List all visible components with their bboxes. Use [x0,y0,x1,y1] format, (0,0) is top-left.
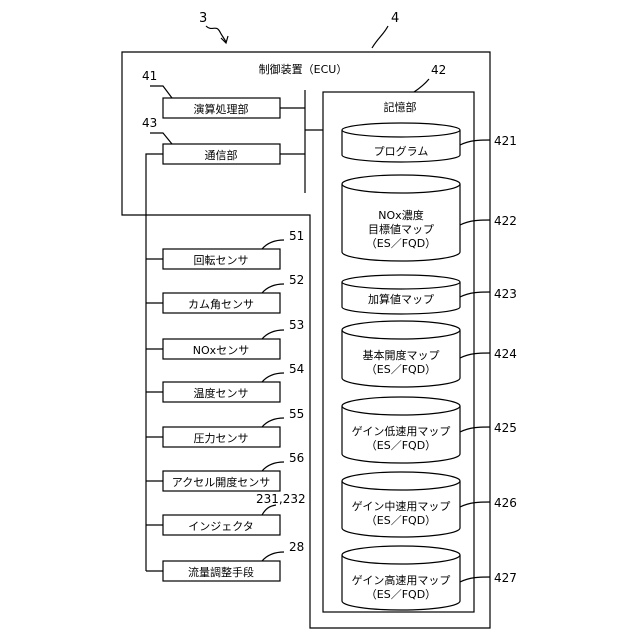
sensor-rotation: 回転センサ 51 [146,229,304,269]
storage-item-line: （ES／FQD） [366,439,436,452]
sensor-label: 回転センサ [194,254,249,267]
sensor-label: 圧力センサ [194,432,249,445]
ecu-title: 制御装置（ECU） [259,62,348,76]
ref-storage-leader [414,79,429,92]
storage-base-opening-map: 基本開度マップ （ES／FQD） 424 [342,321,517,387]
storage-addition-map: 加算値マップ 423 [342,275,517,314]
storage-nox-target-map: NOx濃度 目標値マップ （ES／FQD） 422 [342,175,517,261]
ref-system-label: 3 [199,11,207,26]
storage-ref: 424 [494,347,517,361]
cylinder-top [342,546,460,564]
sensor-leader [262,284,284,293]
cylinder-top [342,123,460,137]
storage-program: プログラム 421 [342,123,517,162]
storage-item-line: ゲイン低速用マップ [352,425,451,438]
sensor-leader [262,373,284,382]
storage-ref: 421 [494,134,517,148]
storage-ref: 425 [494,421,517,435]
storage-title: 記憶部 [384,100,417,114]
ecu-unit-ref: 43 [142,116,157,130]
sensor-label: インジェクタ [188,520,254,533]
storage-item-line: 目標値マップ [368,222,434,236]
sensor-injector: インジェクタ 231,232 [146,492,306,535]
sensor-leader [262,505,276,515]
ecu-unit-ref: 41 [142,69,157,83]
cylinder-top [342,397,460,415]
sensor-leader [262,462,284,471]
storage-ref: 422 [494,214,517,228]
sensor-flow-control: 流量調整手段 28 [146,540,304,581]
ecu-unit-label: 通信部 [205,148,238,162]
sensor-leader [262,240,284,249]
sensor-leader [262,418,284,427]
storage-item-line: ゲイン中速用マップ [352,500,451,513]
sensor-ref: 53 [289,318,304,332]
sensor-ref: 55 [289,407,304,421]
sensor-ref: 231,232 [256,492,306,506]
cylinder-top [342,275,460,289]
sensor-ref: 56 [289,451,304,465]
sensor-ref: 28 [289,540,304,554]
cylinder-top [342,472,460,490]
sensor-temperature: 温度センサ 54 [146,362,304,402]
ecu-unit-comm: 43 通信部 [142,116,305,164]
storage-gain-mid-map: ゲイン中速用マップ （ES／FQD） 426 [342,472,517,537]
sensor-ref: 52 [289,273,304,287]
sensor-ref: 54 [289,362,304,376]
storage-item-line: プログラム [374,144,429,158]
storage-ref: 427 [494,571,517,585]
storage-item-line: 基本開度マップ [363,348,440,362]
sensor-label: NOxセンサ [193,344,249,357]
ecu-unit-label: 演算処理部 [194,102,249,116]
storage-ref: 423 [494,287,517,301]
cylinder-top [342,321,460,339]
sensor-trunk-line [146,154,163,571]
storage-gain-low-map: ゲイン低速用マップ （ES／FQD） 425 [342,397,517,463]
sensor-label: 温度センサ [194,386,249,400]
storage-gain-high-map: ゲイン高速用マップ （ES／FQD） 427 [342,546,517,610]
ref-ecu-leader [372,26,388,48]
sensor-nox: NOxセンサ 53 [146,318,304,359]
sensor-label: 流量調整手段 [188,565,254,579]
ref-ecu-label: 4 [391,11,399,26]
ecu-unit-compute: 41 演算処理部 [142,69,305,118]
storage-item-line: 加算値マップ [368,292,434,306]
sensor-pressure: 圧力センサ 55 [146,407,304,447]
sensor-ref: 51 [289,229,304,243]
storage-item-line: （ES／FQD） [366,514,436,527]
sensor-leader [262,330,284,339]
storage-item-line: （ES／FQD） [366,237,436,250]
cylinder-top [342,175,460,193]
storage-item-line: ゲイン高速用マップ [352,573,451,587]
sensor-accelerator: アクセル開度センサ 56 [146,451,304,491]
sensor-leader [262,552,284,561]
ecu-unit-leader [150,133,172,144]
storage-ref: 426 [494,496,517,510]
storage-item-line: （ES／FQD） [366,363,436,376]
sensor-cam-angle: カム角センサ 52 [146,273,304,313]
storage-item-line: NOx濃度 [378,208,423,222]
storage-item-line: （ES／FQD） [366,588,436,601]
ref-storage-label: 42 [431,63,446,77]
sensor-label: アクセル開度センサ [172,475,270,489]
ecu-unit-leader [150,86,172,98]
sensor-label: カム角センサ [188,298,254,311]
